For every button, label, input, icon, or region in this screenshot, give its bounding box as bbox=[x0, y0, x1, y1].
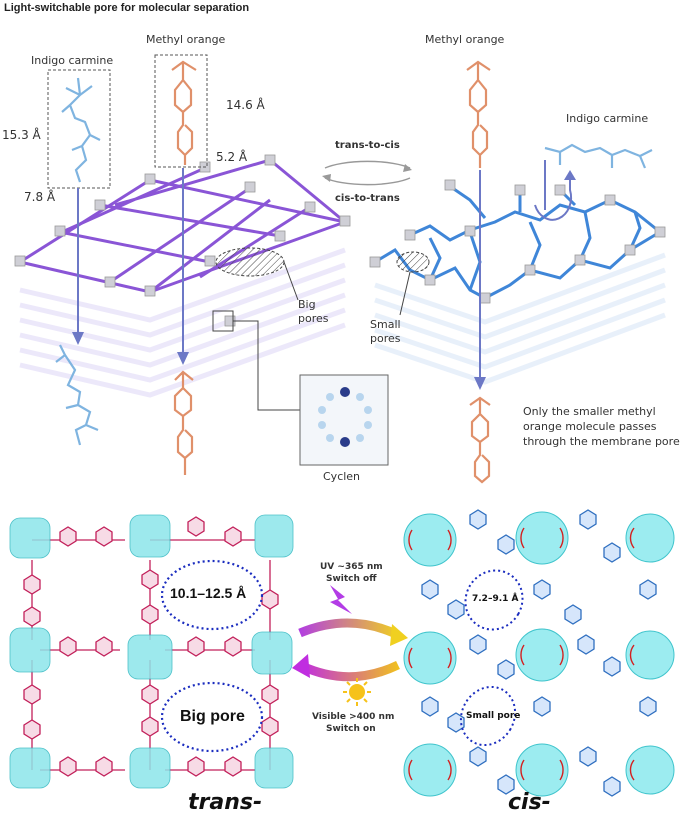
label-cis-to-trans: cis-to-trans bbox=[335, 193, 400, 204]
label-cyclen: Cyclen bbox=[323, 470, 361, 483]
note-line-1: Only the smaller methyl bbox=[523, 405, 656, 418]
note-line-2: orange molecule passes bbox=[523, 420, 657, 433]
sun-icon bbox=[343, 678, 371, 706]
trans-label: trans- bbox=[188, 790, 263, 815]
label-big-pores-2: pores bbox=[298, 312, 329, 325]
trans-pore-bottom-ring bbox=[160, 681, 264, 753]
label-mo-left: Methyl orange bbox=[146, 33, 226, 46]
label-indigo-right: Indigo carmine bbox=[566, 112, 649, 125]
cis-pore-top-ring bbox=[464, 569, 524, 631]
label-trans-to-cis: trans-to-cis bbox=[335, 140, 400, 151]
trans-pore-top-ring bbox=[160, 559, 264, 631]
cis-framework-stack bbox=[369, 179, 666, 385]
mo-molecule-right-top bbox=[466, 60, 491, 168]
trans-pore-label: Big pore bbox=[180, 708, 245, 725]
label-mo-right: Methyl orange bbox=[425, 33, 505, 46]
figure-title: Light-switchable pore for molecular sepa… bbox=[4, 2, 250, 14]
cis-pore-size: 7.2–9.1 Å bbox=[472, 594, 519, 604]
cis-label: cis- bbox=[508, 790, 551, 815]
label-indigo-left: Indigo carmine bbox=[31, 54, 114, 67]
indigo-molecule-top bbox=[61, 77, 101, 183]
label-small-pores-1: Small bbox=[370, 318, 401, 331]
visible-arrow bbox=[300, 660, 400, 682]
visible-line-2: Switch on bbox=[326, 724, 376, 734]
trans-framework-stack bbox=[14, 154, 351, 411]
uv-arrow bbox=[298, 618, 400, 640]
label-small-pores-2: pores bbox=[370, 332, 401, 345]
label-big-pores-1: Big bbox=[298, 298, 316, 311]
trans-network bbox=[9, 514, 294, 789]
dim-indigo-width: 7.8 Å bbox=[24, 190, 56, 204]
mo-bounding-box bbox=[154, 54, 208, 168]
cyclen-units-cis bbox=[403, 511, 675, 797]
azo-phenyl-rings-trans bbox=[23, 516, 279, 777]
dim-indigo-length: 15.3 Å bbox=[2, 128, 41, 142]
uv-line-2: Switch off bbox=[326, 574, 377, 584]
mo-molecule-right-passed bbox=[469, 396, 491, 484]
mo-molecule-top bbox=[171, 60, 197, 165]
dim-mo-width: 5.2 Å bbox=[216, 150, 248, 164]
cyclen-units-trans bbox=[9, 514, 294, 789]
indigo-molecule-right bbox=[544, 143, 653, 169]
indigo-molecule-passed bbox=[55, 344, 99, 446]
trans-pore-size: 10.1–12.5 Å bbox=[170, 585, 247, 601]
mo-molecule-passed bbox=[173, 370, 194, 475]
visible-line-1: Visible >400 nm bbox=[312, 712, 395, 722]
note-line-3: through the membrane pore bbox=[523, 435, 680, 448]
uv-line-1: UV ~365 nm bbox=[320, 562, 383, 572]
lightning-icon bbox=[330, 585, 352, 614]
dim-mo-length: 14.6 Å bbox=[226, 98, 265, 112]
azo-phenyl-rings-cis bbox=[421, 509, 657, 797]
cis-network bbox=[403, 509, 675, 797]
cis-pore-bottom-ring bbox=[459, 685, 517, 747]
cis-pore-label: Small pore bbox=[466, 711, 521, 721]
cyclen-ring bbox=[318, 387, 372, 447]
